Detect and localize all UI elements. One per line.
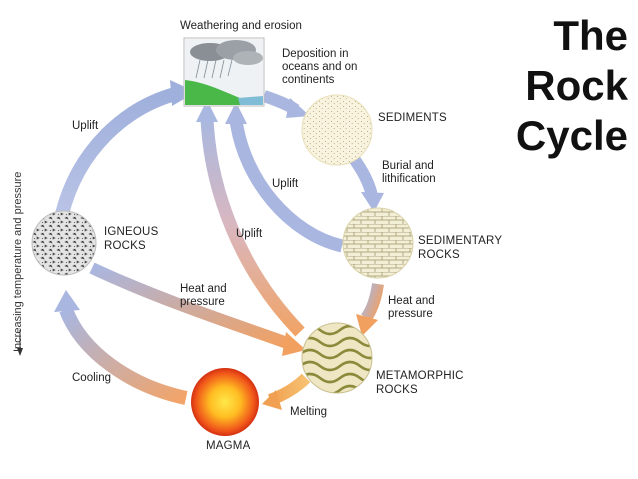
arrow-cooling: [54, 290, 188, 405]
heat-pressure-left-1: Heat and: [180, 283, 227, 295]
side-axis-arrow: [17, 330, 23, 356]
uplift-mid-label: Uplift: [236, 228, 263, 240]
sediments-texture: [301, 94, 373, 166]
igneous-label-1: IGNEOUS: [104, 226, 159, 238]
heat-pressure-left-2: pressure: [180, 296, 225, 308]
burial-label-2: lithification: [382, 173, 436, 185]
uplift-left-label: Uplift: [72, 120, 99, 132]
arrow-melting: [262, 373, 311, 410]
title-line-2: Rock: [525, 62, 628, 109]
weathering-label: Weathering and erosion: [180, 20, 302, 32]
cooling-label: Cooling: [72, 372, 111, 384]
arrow-heat-left: [89, 262, 306, 356]
magma-ball: [191, 368, 259, 436]
deposition-label-1: Deposition in: [282, 48, 349, 60]
deposition-label-2: oceans and on: [282, 61, 358, 73]
igneous-label-2: ROCKS: [104, 240, 146, 252]
metamorphic-label-1: METAMORPHIC: [376, 370, 464, 382]
metamorphic-texture: [301, 322, 373, 394]
heat-pressure-right-2: pressure: [388, 308, 433, 320]
side-label: Increasing temperature and pressure: [12, 171, 24, 352]
arrow-deposition: [262, 90, 310, 118]
arrow-uplift-left: [55, 80, 196, 216]
weathering-illustration: [183, 37, 265, 107]
burial-label-1: Burial and: [382, 160, 434, 172]
sediments-label: SEDIMENTS: [378, 112, 447, 124]
arrow-heat-right: [356, 283, 384, 336]
deposition-label-3: continents: [282, 74, 335, 86]
metamorphic-label-2: ROCKS: [376, 384, 418, 396]
arrow-burial: [347, 152, 384, 212]
igneous-texture: [31, 210, 97, 276]
sedimentary-label-2: ROCKS: [418, 249, 460, 261]
title-line-3: Cycle: [515, 112, 628, 159]
sedimentary-label-1: SEDIMENTARY: [418, 235, 503, 247]
arrow-uplift-right: [225, 102, 344, 253]
melting-label: Melting: [290, 406, 328, 418]
heat-pressure-right-1: Heat and: [388, 295, 435, 307]
magma-label: MAGMA: [206, 440, 251, 452]
sedimentary-texture: [342, 207, 414, 279]
arrow-uplift-mid: [196, 100, 305, 337]
uplift-right-label: Uplift: [272, 178, 299, 190]
title-line-1: The: [553, 12, 628, 59]
